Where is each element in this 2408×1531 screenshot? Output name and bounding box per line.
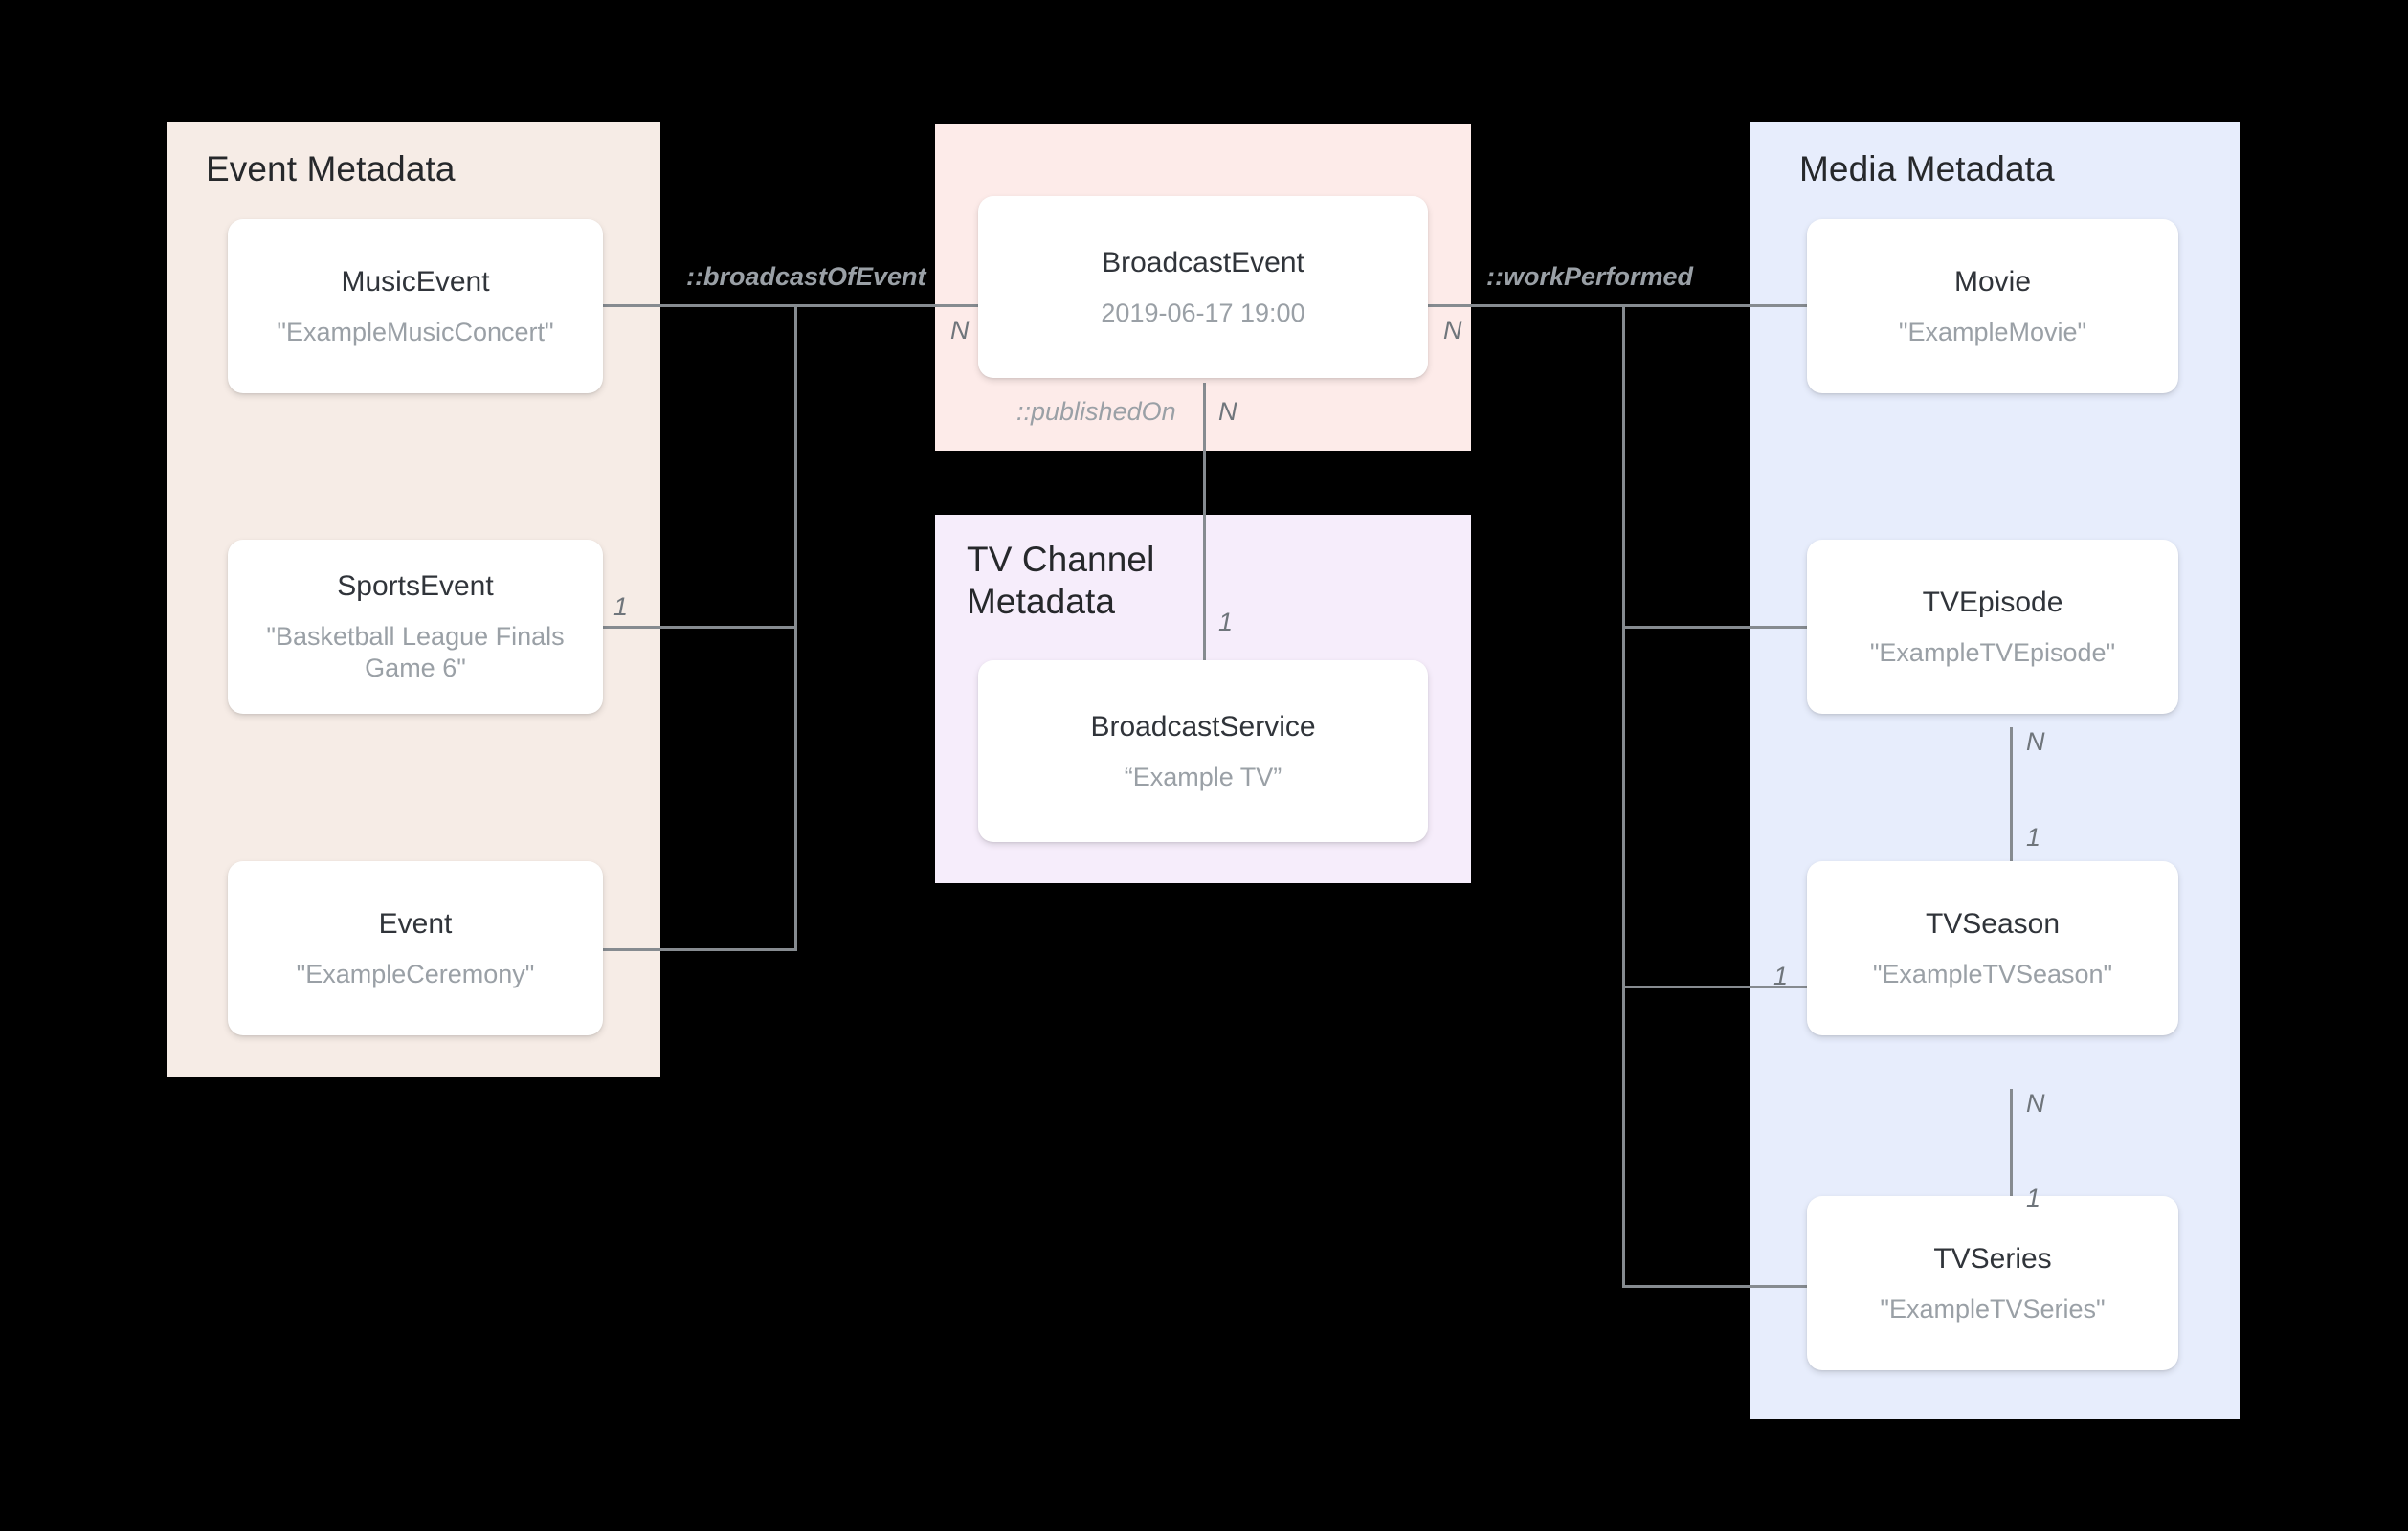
card-broadcastevent[interactable]: BroadcastEvent 2019-06-17 19:00 (978, 196, 1428, 378)
region-title-tv-channel-metadata: TV Channel Metadata (967, 540, 1155, 621)
connector-publishedon-vertical (1203, 383, 1206, 665)
connector-tvseason-to-tvseries (2010, 1089, 2013, 1261)
card-event-value: "ExampleCeremony" (296, 959, 535, 988)
edge-label-publishedon: ::publishedOn (1016, 397, 1176, 426)
card-sportsevent[interactable]: SportsEvent "Basketball League Finals Ga… (228, 540, 603, 714)
card-tvseason[interactable]: TVSeason "ExampleTVSeason" (1807, 861, 2178, 1035)
region-title-media-metadata: Media Metadata (1799, 149, 2055, 189)
connector-trunk-to-movie (1622, 304, 1809, 307)
connector-tvepisode-to-tvseason (2010, 727, 2013, 899)
card-movie-title: Movie (1953, 265, 2032, 298)
card-broadcastevent-title: BroadcastEvent (1102, 246, 1304, 278)
card-musicevent-value: "ExampleMusicConcert" (277, 317, 554, 346)
multiplicity-broadcastservice-top: 1 (1218, 608, 1234, 636)
multiplicity-sportsevent-right: 1 (613, 592, 629, 621)
connector-trunk-to-tvepisode (1622, 626, 1809, 629)
connector-broadcastofevent-into-broadcastevent (794, 304, 979, 307)
connector-workperformed-out (1426, 304, 1625, 307)
card-event[interactable]: Event "ExampleCeremony" (228, 861, 603, 1035)
card-tvseries[interactable]: TVSeries "ExampleTVSeries" (1807, 1196, 2178, 1370)
card-tvepisode-value: "ExampleTVEpisode" (1869, 637, 2116, 667)
card-musicevent-title: MusicEvent (341, 265, 490, 298)
multiplicity-broadcastevent-right: N (1443, 316, 1462, 344)
connector-event-horizontal (599, 948, 796, 951)
card-sportsevent-title: SportsEvent (337, 570, 494, 603)
connector-sportsevent-horizontal (599, 626, 796, 629)
card-movie-value: "ExampleMovie" (1898, 317, 2087, 346)
connector-event-trunk-vertical (794, 304, 797, 951)
card-sportsevent-value: "Basketball League Finals Game 6" (266, 622, 565, 682)
card-broadcastservice-title: BroadcastService (1090, 710, 1316, 743)
card-tvseason-title: TVSeason (1925, 907, 2061, 940)
region-title-event-metadata: Event Metadata (206, 149, 456, 189)
multiplicity-tvseason-bottom: N (2026, 1089, 2045, 1118)
edge-label-broadcastofevent: ::broadcastOfEvent (686, 262, 926, 291)
card-tvseries-value: "ExampleTVSeries" (1880, 1294, 2106, 1323)
card-movie[interactable]: Movie "ExampleMovie" (1807, 219, 2178, 393)
multiplicity-broadcastevent-bottom: N (1218, 397, 1237, 426)
connector-musicevent-horizontal (599, 304, 796, 307)
card-broadcastservice-value: “Example TV” (1124, 762, 1282, 791)
connector-media-trunk-vertical (1622, 304, 1625, 1288)
card-musicevent[interactable]: MusicEvent "ExampleMusicConcert" (228, 219, 603, 393)
card-tvseries-title: TVSeries (1933, 1242, 2052, 1275)
multiplicity-tvseason-top: 1 (2026, 823, 2041, 852)
card-tvseason-value: "ExampleTVSeason" (1872, 959, 2113, 988)
card-tvepisode-title: TVEpisode (1922, 586, 2063, 618)
multiplicity-tvseries-top: 1 (2026, 1184, 2041, 1212)
multiplicity-tvepisode-bottom: N (2026, 727, 2045, 756)
card-event-title: Event (378, 907, 453, 940)
edge-label-workperformed: ::workPerformed (1486, 262, 1694, 291)
connector-trunk-to-tvseries (1622, 1285, 1809, 1288)
multiplicity-tvseason-left: 1 (1773, 962, 1789, 990)
card-broadcastevent-value: 2019-06-17 19:00 (1101, 298, 1305, 327)
multiplicity-broadcastevent-left: N (950, 316, 970, 344)
card-broadcastservice[interactable]: BroadcastService “Example TV” (978, 660, 1428, 842)
card-tvepisode[interactable]: TVEpisode "ExampleTVEpisode" (1807, 540, 2178, 714)
connector-trunk-to-tvseason (1622, 986, 1809, 988)
